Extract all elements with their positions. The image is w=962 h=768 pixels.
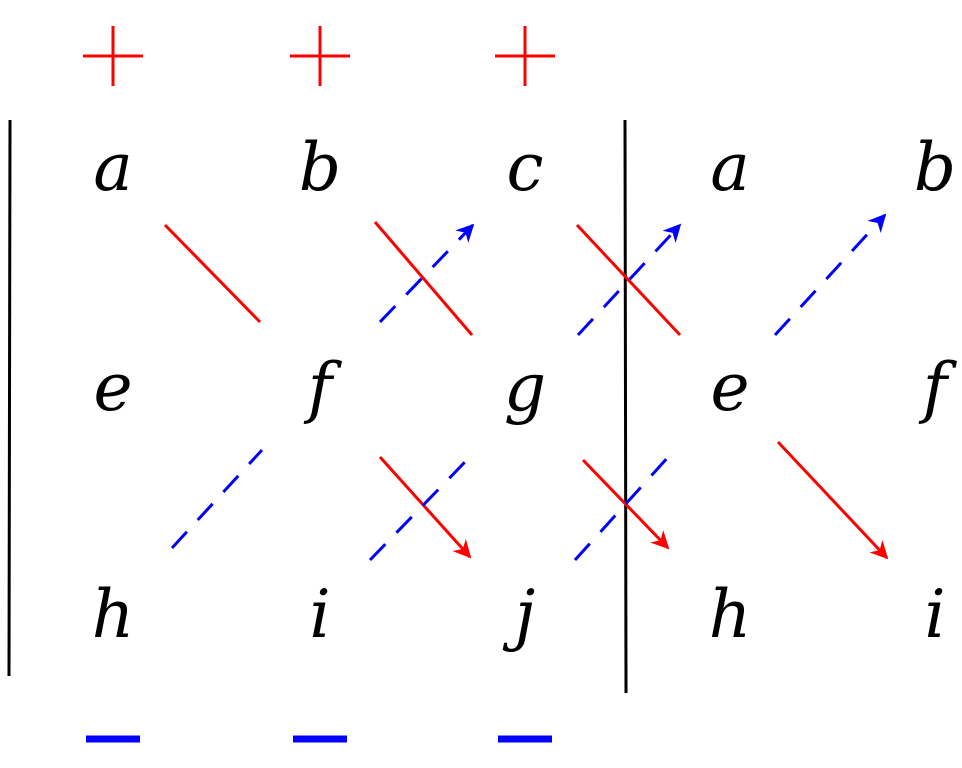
negative-diagonal	[378, 223, 475, 324]
matrix-entry: i	[309, 576, 330, 653]
positive-diagonal	[581, 458, 670, 550]
positive-diagonal	[378, 455, 472, 559]
matrix-entry: c	[507, 129, 544, 206]
negative-diagonal	[773, 213, 887, 337]
matrix-entry: a	[710, 129, 749, 206]
negative-diagonal	[576, 223, 682, 337]
matrix-entry: a	[93, 129, 132, 206]
left-divider	[7, 119, 12, 677]
matrix-entry: e	[93, 349, 132, 426]
matrix-entry: i	[924, 576, 945, 653]
negative-diagonal	[368, 460, 467, 562]
plus-sign	[495, 26, 555, 86]
positive-diagonal	[163, 223, 262, 324]
positive-diagonal	[575, 223, 682, 337]
matrix-entry: b	[914, 129, 956, 206]
matrix-entry: e	[710, 349, 749, 426]
positive-diagonal	[776, 440, 889, 560]
matrix-entry: g	[504, 349, 546, 426]
matrix-entry: h	[92, 576, 135, 653]
plus-sign	[290, 26, 350, 86]
matrix-entry: j	[502, 576, 535, 653]
positive-diagonal	[373, 221, 474, 336]
matrix-entry: f	[918, 349, 958, 426]
negative-diagonal	[170, 448, 264, 550]
right-divider	[623, 119, 628, 694]
matrix-entry: h	[709, 576, 752, 653]
matrix-entry: f	[303, 349, 343, 426]
plus-sign	[83, 26, 143, 86]
negative-diagonal	[573, 453, 672, 562]
matrix-entry: b	[299, 129, 341, 206]
